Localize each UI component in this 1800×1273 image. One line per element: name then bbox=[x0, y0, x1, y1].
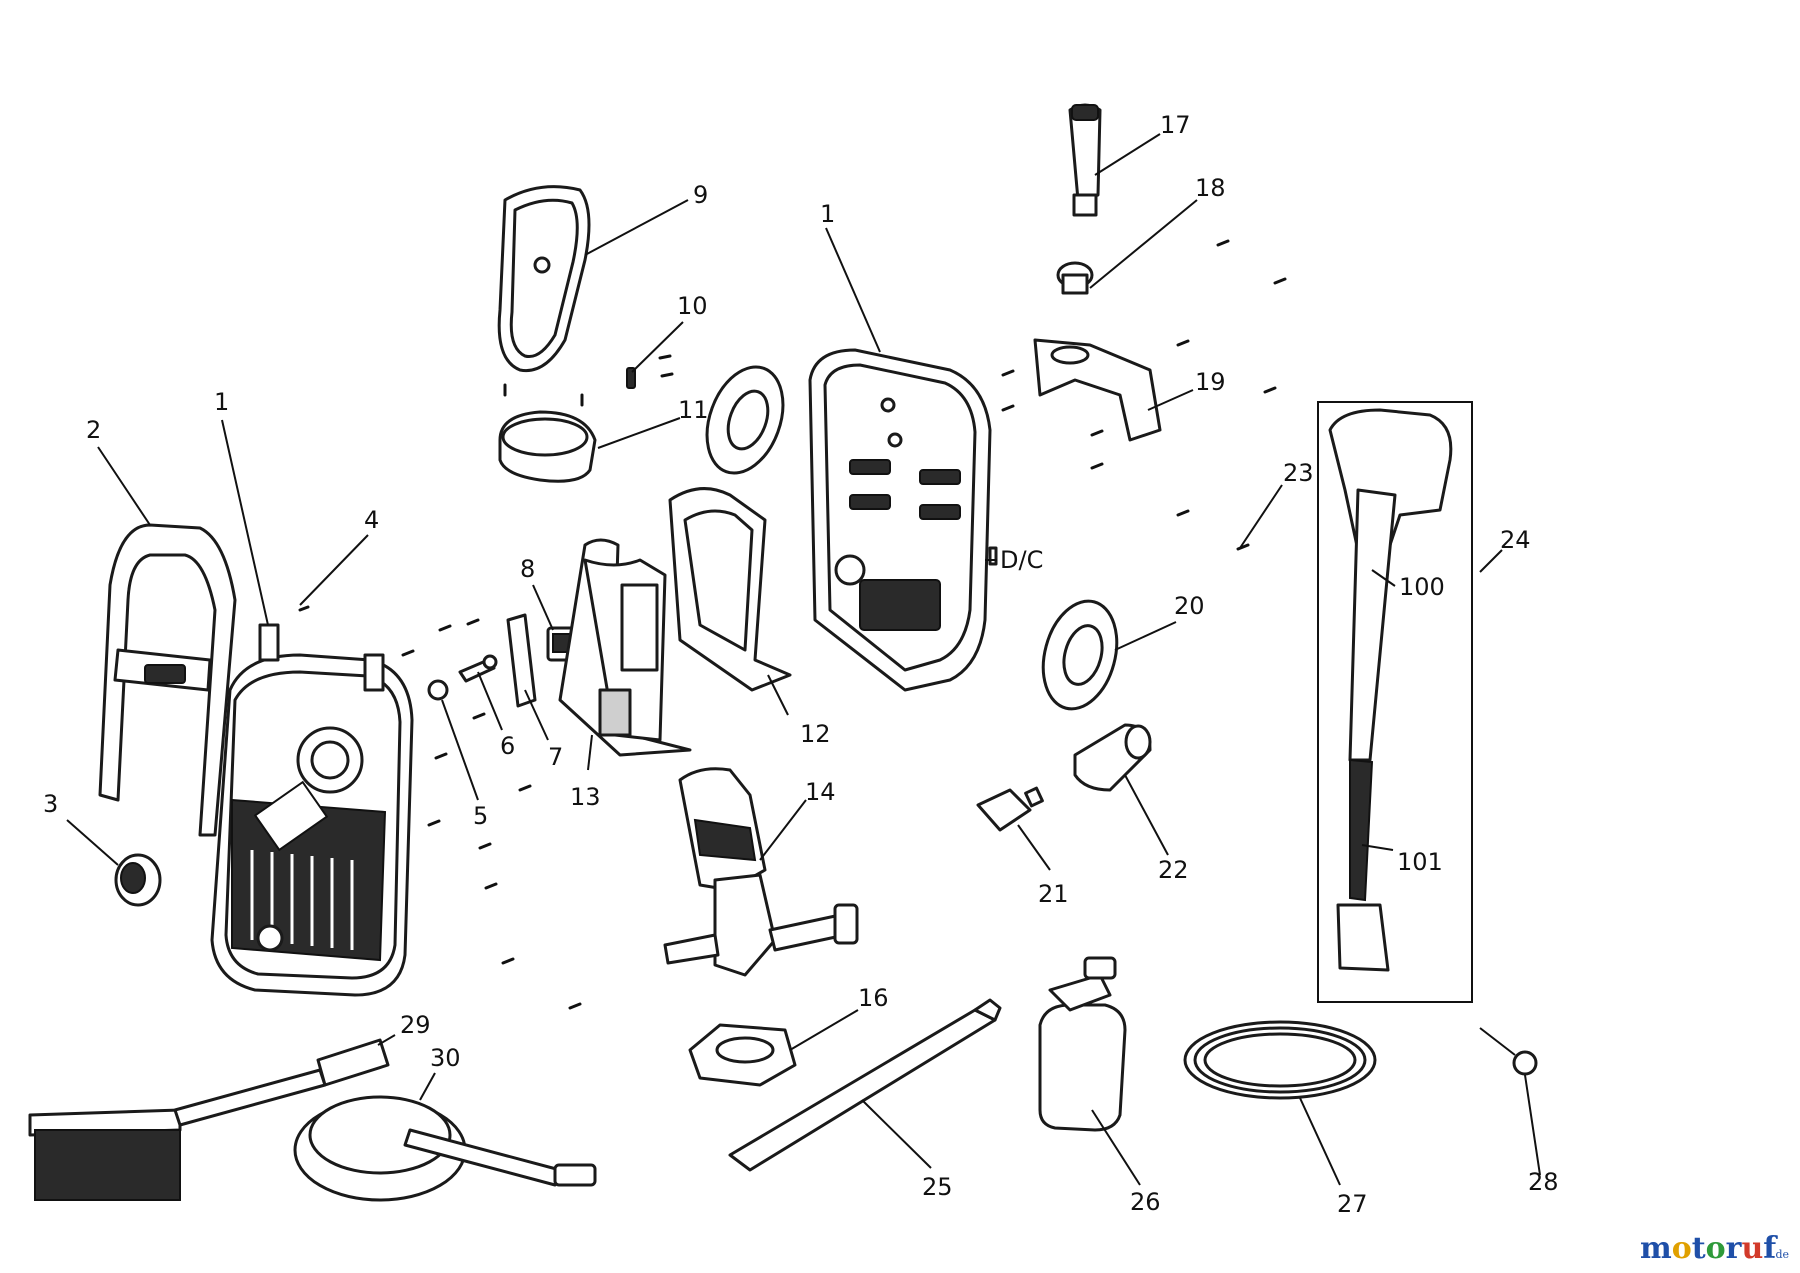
part-o-ring bbox=[427, 679, 449, 701]
part-switch-bracket bbox=[506, 613, 537, 708]
callout-27: 27 bbox=[1337, 1190, 1368, 1218]
callout-11: 11 bbox=[678, 396, 709, 424]
callout-28: 28 bbox=[1528, 1168, 1559, 1196]
callout-16: 16 bbox=[858, 984, 889, 1012]
part-nozzle bbox=[1068, 103, 1102, 217]
part-rear-housing bbox=[808, 348, 998, 692]
callout-8: 8 bbox=[520, 555, 535, 583]
leader-lines bbox=[66, 133, 1541, 1186]
part-detergent-bottle bbox=[1038, 956, 1127, 1132]
callout-13: 13 bbox=[570, 783, 601, 811]
part-bolt bbox=[458, 654, 498, 683]
part-front-housing bbox=[210, 623, 414, 997]
callout-18: 18 bbox=[1195, 174, 1226, 202]
part-plug bbox=[114, 853, 162, 907]
part-lower-frame bbox=[558, 538, 692, 757]
watermark-logo: motoruf .de bbox=[1640, 1231, 1789, 1266]
callout-dc: D/C bbox=[1000, 546, 1043, 574]
rear-housing-ribs bbox=[849, 459, 961, 631]
watermark-letter: o bbox=[1706, 1231, 1726, 1266]
callout-21: 21 bbox=[1038, 880, 1069, 908]
watermark-letter: f bbox=[1763, 1231, 1778, 1266]
watermark-letter: t bbox=[1692, 1231, 1706, 1266]
callout-22: 22 bbox=[1158, 856, 1189, 884]
part-hose-connector bbox=[1073, 723, 1152, 792]
callout-9: 9 bbox=[693, 181, 708, 209]
callout-24: 24 bbox=[1500, 526, 1531, 554]
callout-5: 5 bbox=[473, 802, 488, 830]
part-hose-coil bbox=[1183, 1020, 1377, 1100]
part-brush bbox=[28, 1038, 390, 1201]
callout-4: 4 bbox=[364, 506, 379, 534]
svg-text:motoruf: motoruf bbox=[1640, 1231, 1778, 1266]
watermark-letter: m bbox=[1640, 1231, 1672, 1266]
part-nozzle-cap bbox=[1056, 261, 1094, 295]
housing-grille bbox=[250, 850, 354, 950]
callout-101: 101 bbox=[1397, 848, 1443, 876]
part-hose-loop bbox=[497, 185, 591, 373]
callout-23: 23 bbox=[1283, 459, 1314, 487]
part-strap bbox=[728, 998, 1002, 1172]
part-cap bbox=[498, 383, 597, 483]
callout-20: 20 bbox=[1174, 592, 1205, 620]
callout-100: 100 bbox=[1399, 573, 1445, 601]
callout-1-right: 1 bbox=[820, 200, 835, 228]
part-clip bbox=[626, 354, 674, 389]
part-seal bbox=[688, 1023, 797, 1087]
callout-7: 7 bbox=[548, 743, 563, 771]
callout-14: 14 bbox=[805, 778, 836, 806]
callout-10: 10 bbox=[677, 292, 708, 320]
callout-26: 26 bbox=[1130, 1188, 1161, 1216]
part-inlet-fitting bbox=[976, 786, 1044, 832]
part-wheel-left bbox=[705, 365, 785, 475]
watermark-letter: u bbox=[1741, 1231, 1763, 1266]
callout-25: 25 bbox=[922, 1173, 953, 1201]
callout-30: 30 bbox=[430, 1044, 461, 1072]
watermark-suffix: .de bbox=[1772, 1248, 1789, 1261]
callout-1-left: 1 bbox=[214, 388, 229, 416]
callout-labels: 1 1 2 3 4 5 6 7 8 9 10 11 12 13 14 16 17… bbox=[43, 111, 1559, 1218]
part-back-frame bbox=[668, 487, 792, 692]
callout-29: 29 bbox=[400, 1011, 431, 1039]
part-small-o-ring bbox=[1479, 1027, 1538, 1076]
watermark-letter: r bbox=[1726, 1231, 1743, 1266]
brand-plate-logo bbox=[253, 780, 329, 852]
part-top-bracket bbox=[1033, 338, 1162, 442]
part-spray-gun-assembly bbox=[1317, 401, 1473, 1003]
screws bbox=[298, 239, 1287, 1010]
part-surface-cleaner bbox=[293, 1095, 597, 1202]
callout-12: 12 bbox=[800, 720, 831, 748]
callout-3: 3 bbox=[43, 790, 58, 818]
callout-17: 17 bbox=[1160, 111, 1191, 139]
callout-2: 2 bbox=[86, 416, 101, 444]
callout-6: 6 bbox=[500, 732, 515, 760]
watermark-letter: o bbox=[1672, 1231, 1692, 1266]
callout-19: 19 bbox=[1195, 368, 1226, 396]
part-handle bbox=[98, 523, 237, 837]
part-wheel-right bbox=[1041, 599, 1119, 711]
part-pump bbox=[663, 767, 859, 977]
